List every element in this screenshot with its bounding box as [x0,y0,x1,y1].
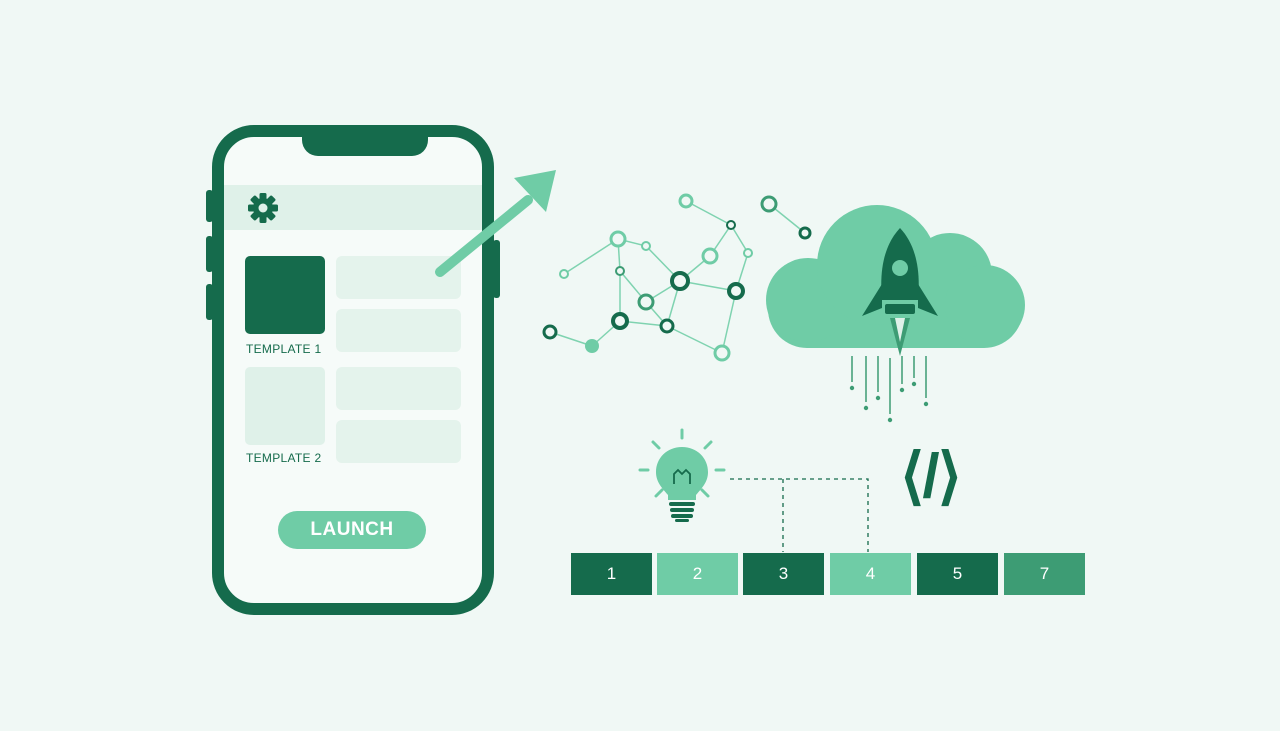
lightbulb-icon [638,428,726,522]
rocket-icon [862,228,938,356]
step-box[interactable]: 7 [1004,553,1085,595]
phone-side-button [493,240,500,298]
step-box[interactable]: 4 [830,553,911,595]
dashed-connector [730,478,869,552]
phone-side-button [206,284,213,320]
settings-bar [224,185,482,230]
phone-side-button [206,190,213,222]
gear-icon[interactable] [246,191,280,225]
launch-button[interactable]: LAUNCH [278,511,426,549]
step-box[interactable]: 2 [657,553,738,595]
template-1-thumbnail[interactable] [245,256,325,334]
template-2-line [336,420,461,463]
arrow-up-right-icon [435,170,556,277]
code-icon: ⟨/⟩ [900,442,962,511]
step-box[interactable]: 3 [743,553,824,595]
phone-side-button [206,236,213,272]
phone-mockup: TEMPLATE 1 TEMPLATE 2 LAUNCH [212,125,494,615]
template-2-line [336,367,461,410]
phone-notch [302,134,428,156]
template-1-line [336,309,461,352]
template-2-label: TEMPLATE 2 [246,451,322,465]
network-graph-icon [542,193,812,362]
template-1-line [336,256,461,299]
rocket-trail [849,356,929,423]
step-box[interactable]: 1 [571,553,652,595]
step-box[interactable]: 5 [917,553,998,595]
template-1-label: TEMPLATE 1 [246,342,322,356]
template-2-thumbnail[interactable] [245,367,325,445]
